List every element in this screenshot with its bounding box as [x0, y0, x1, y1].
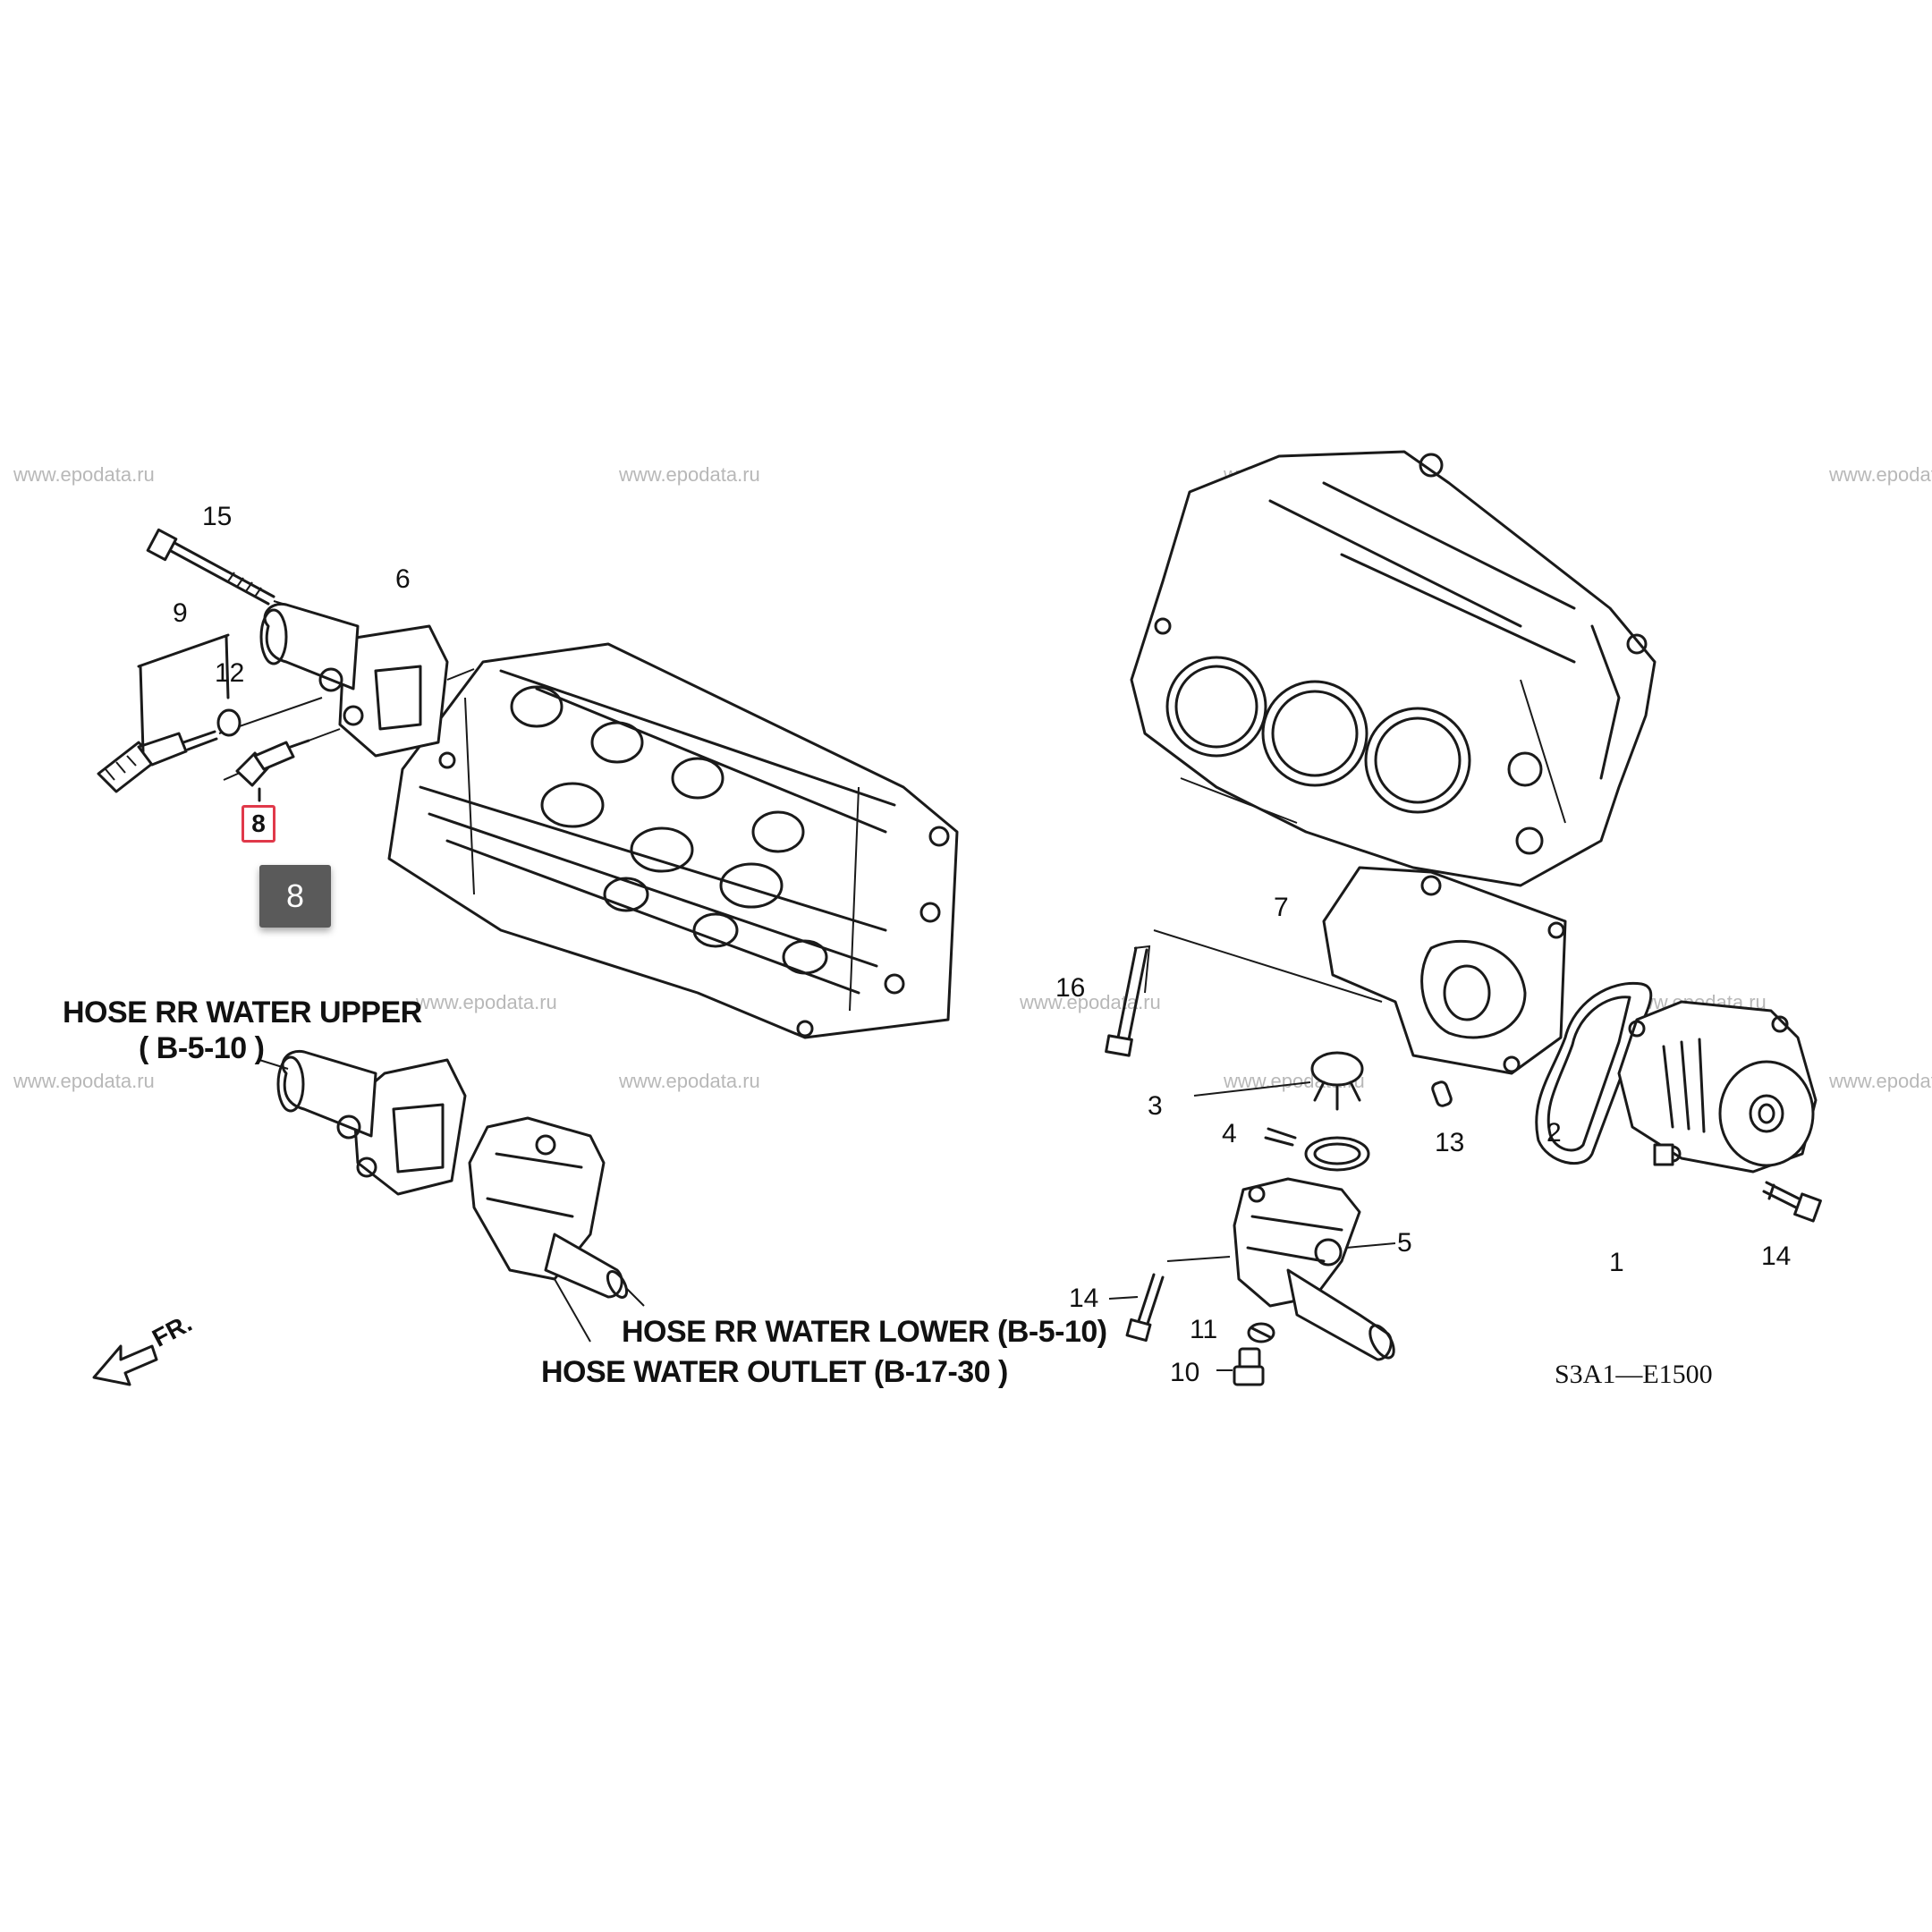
- callout-10[interactable]: 10: [1170, 1358, 1200, 1387]
- callout-13[interactable]: 13: [1435, 1128, 1465, 1157]
- callout-3[interactable]: 3: [1148, 1091, 1163, 1121]
- bolt-14-right: [1762, 1181, 1822, 1223]
- callout-1[interactable]: 1: [1609, 1248, 1624, 1277]
- watermark: www.epodata.ru: [619, 1070, 760, 1092]
- callout-14[interactable]: 14: [1761, 1241, 1792, 1271]
- callout-7[interactable]: 7: [1274, 893, 1289, 922]
- sensor-8: [223, 728, 341, 802]
- watermark: www.epodata.ru: [13, 463, 155, 486]
- engine-block: [1130, 450, 1657, 887]
- callout-12[interactable]: 12: [215, 658, 245, 688]
- callout-14-lower[interactable]: 14: [1069, 1284, 1099, 1313]
- hose-upper-label: HOSE RR WATER UPPER: [63, 996, 422, 1030]
- thermostat-3: [1193, 1051, 1364, 1111]
- plug-10: [1216, 1347, 1265, 1386]
- seal-4: [1264, 1127, 1370, 1172]
- callout-16[interactable]: 16: [1055, 973, 1086, 1003]
- callout-8-highlighted[interactable]: 8: [242, 805, 275, 843]
- callout-5[interactable]: 5: [1397, 1228, 1412, 1258]
- callout-9[interactable]: 9: [173, 598, 188, 628]
- callout-4[interactable]: 4: [1222, 1119, 1237, 1148]
- watermark: www.epodata.ru: [1829, 463, 1932, 486]
- watermark: www.epodata.ru: [1829, 1070, 1932, 1092]
- hose-outlet-label: HOSE WATER OUTLET (B-17-30 ): [541, 1355, 1008, 1389]
- washer-12: [216, 708, 242, 737]
- callout-15[interactable]: 15: [202, 502, 233, 531]
- bolt-15: [146, 528, 359, 627]
- callout-2[interactable]: 2: [1546, 1118, 1562, 1148]
- gasket-2-inner: [1546, 996, 1631, 1152]
- callout-11[interactable]: 11: [1190, 1315, 1218, 1344]
- water-passage-7: [1153, 866, 1567, 1075]
- watermark: www.epodata.ru: [13, 1070, 155, 1092]
- bolt-14-lower: [1108, 1273, 1165, 1343]
- hose-upper-ref: ( B-5-10 ): [139, 1031, 265, 1065]
- watermark: www.epodata.ru: [416, 991, 557, 1013]
- cylinder-head-left: [387, 642, 959, 1039]
- callout-6[interactable]: 6: [395, 564, 411, 594]
- diagram-code: S3A1—E1500: [1555, 1360, 1713, 1389]
- sensor-9: [97, 633, 323, 793]
- hose-upper-assembly: [258, 1049, 467, 1196]
- front-direction-arrow-icon: [92, 1344, 158, 1386]
- hose-lower-label: HOSE RR WATER LOWER (B-5-10): [622, 1315, 1107, 1349]
- watermark: www.epodata.ru: [619, 463, 760, 486]
- water-passage-part-6: [259, 602, 475, 758]
- water-pump-1: [1617, 1000, 1818, 1174]
- water-outlet-assembly: [468, 1116, 645, 1343]
- thermostat-housing-5: [1166, 1177, 1396, 1361]
- selected-part-badge[interactable]: 8: [259, 865, 331, 928]
- dowel-13: [1431, 1080, 1453, 1107]
- washer-11: [1247, 1322, 1275, 1343]
- bolt-16: [1105, 945, 1151, 1057]
